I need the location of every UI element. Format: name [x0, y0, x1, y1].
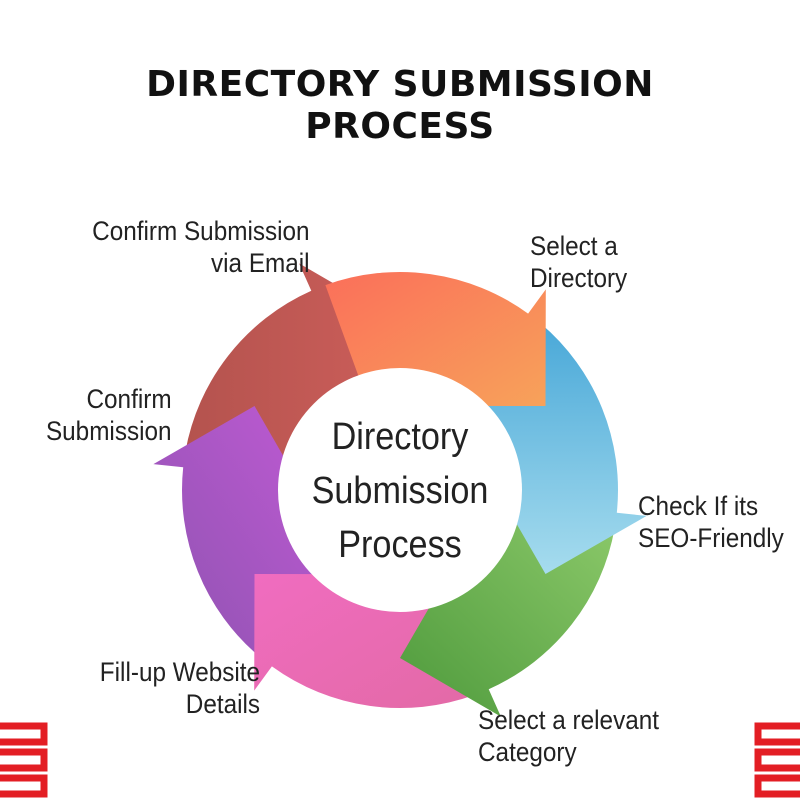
- center-label: Directory Submission Process: [292, 410, 508, 572]
- step-label-line: via Email: [211, 248, 310, 278]
- step-label-line: Select a relevant: [478, 705, 660, 735]
- step-label-line: Submission: [46, 416, 172, 446]
- step-label-fill-details: Fill-up Website Details: [100, 656, 260, 720]
- step-label-check-seo: Check If its SEO-Friendly: [638, 490, 784, 554]
- step-label-confirm-email: Confirm Submission via Email: [93, 215, 310, 279]
- page-title-line-1: DIRECTORY SUBMISSION: [146, 64, 654, 105]
- center-circle: [278, 368, 522, 612]
- step-label-line: SEO-Friendly: [638, 523, 784, 553]
- step-label-line: Category: [478, 737, 577, 767]
- step-label-select-category: Select a relevant Category: [478, 704, 659, 768]
- step-label-confirm-submission: Confirm Submission: [46, 383, 172, 447]
- step-label-line: Confirm: [86, 384, 172, 414]
- stripes: [0, 722, 48, 798]
- step-label-line: Select a: [530, 231, 618, 261]
- step-label-line: Directory: [530, 263, 628, 293]
- corner-stripes-left-icon: [0, 722, 48, 798]
- page-title-line-2: PROCESS: [305, 106, 495, 147]
- step-label-line: Confirm Submission: [92, 216, 310, 246]
- stripes: [754, 722, 800, 798]
- step-label-line: Details: [185, 689, 260, 719]
- step-label-line: Check If its: [638, 491, 759, 521]
- step-label-line: Fill-up Website: [99, 657, 260, 687]
- corner-stripes-right-icon: [754, 722, 800, 798]
- center-label-line-1: Directory: [331, 416, 469, 458]
- page-title: DIRECTORY SUBMISSION PROCESS: [0, 64, 800, 148]
- step-label-select-directory: Select a Directory: [530, 230, 627, 294]
- center-label-line-3: Process: [338, 524, 462, 566]
- center-label-line-2: Submission: [311, 470, 489, 512]
